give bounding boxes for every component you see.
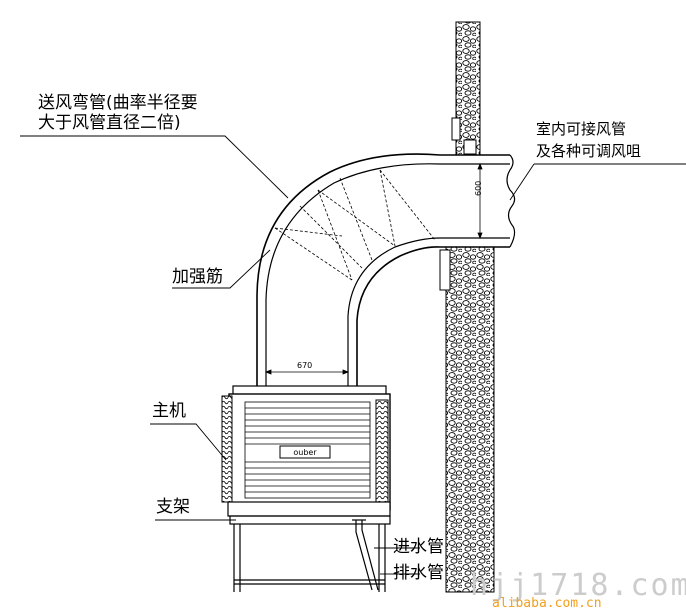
stand: [229, 515, 391, 592]
reinforcing-rib: [274, 169, 436, 281]
dimension-670-text: 670: [297, 361, 313, 370]
leader-lines: [20, 135, 686, 575]
dimension-duct-height: [477, 162, 483, 240]
main-unit: [221, 385, 391, 517]
dimension-duct-width: [264, 369, 350, 375]
watermark-main: hjj1718.com: [470, 568, 686, 603]
brand-plate: [279, 445, 331, 459]
label-bend-pipe-1: 送风弯管(曲率半径要: [38, 93, 198, 113]
louvre-grille: [244, 401, 371, 499]
wall-bracket: [439, 117, 477, 291]
watermark-sub: alibaba.com.cn: [492, 596, 602, 611]
label-drain-pipe: 排水管: [393, 563, 444, 583]
label-stand: 支架: [156, 497, 190, 517]
dimension-600-text: 600: [474, 180, 483, 196]
unit-brand: ouber: [293, 448, 317, 457]
wall: [445, 21, 495, 593]
water-pipe: [352, 519, 379, 591]
label-bend-pipe-2: 大于风管直径二倍): [38, 113, 181, 133]
label-indoor-1: 室内可接风管: [536, 120, 627, 138]
label-inlet-pipe: 进水管: [393, 537, 444, 557]
label-rib: 加强筋: [172, 267, 223, 287]
label-main-unit: 主机: [152, 401, 186, 421]
label-indoor-2: 及各种可调风咀: [536, 142, 642, 160]
